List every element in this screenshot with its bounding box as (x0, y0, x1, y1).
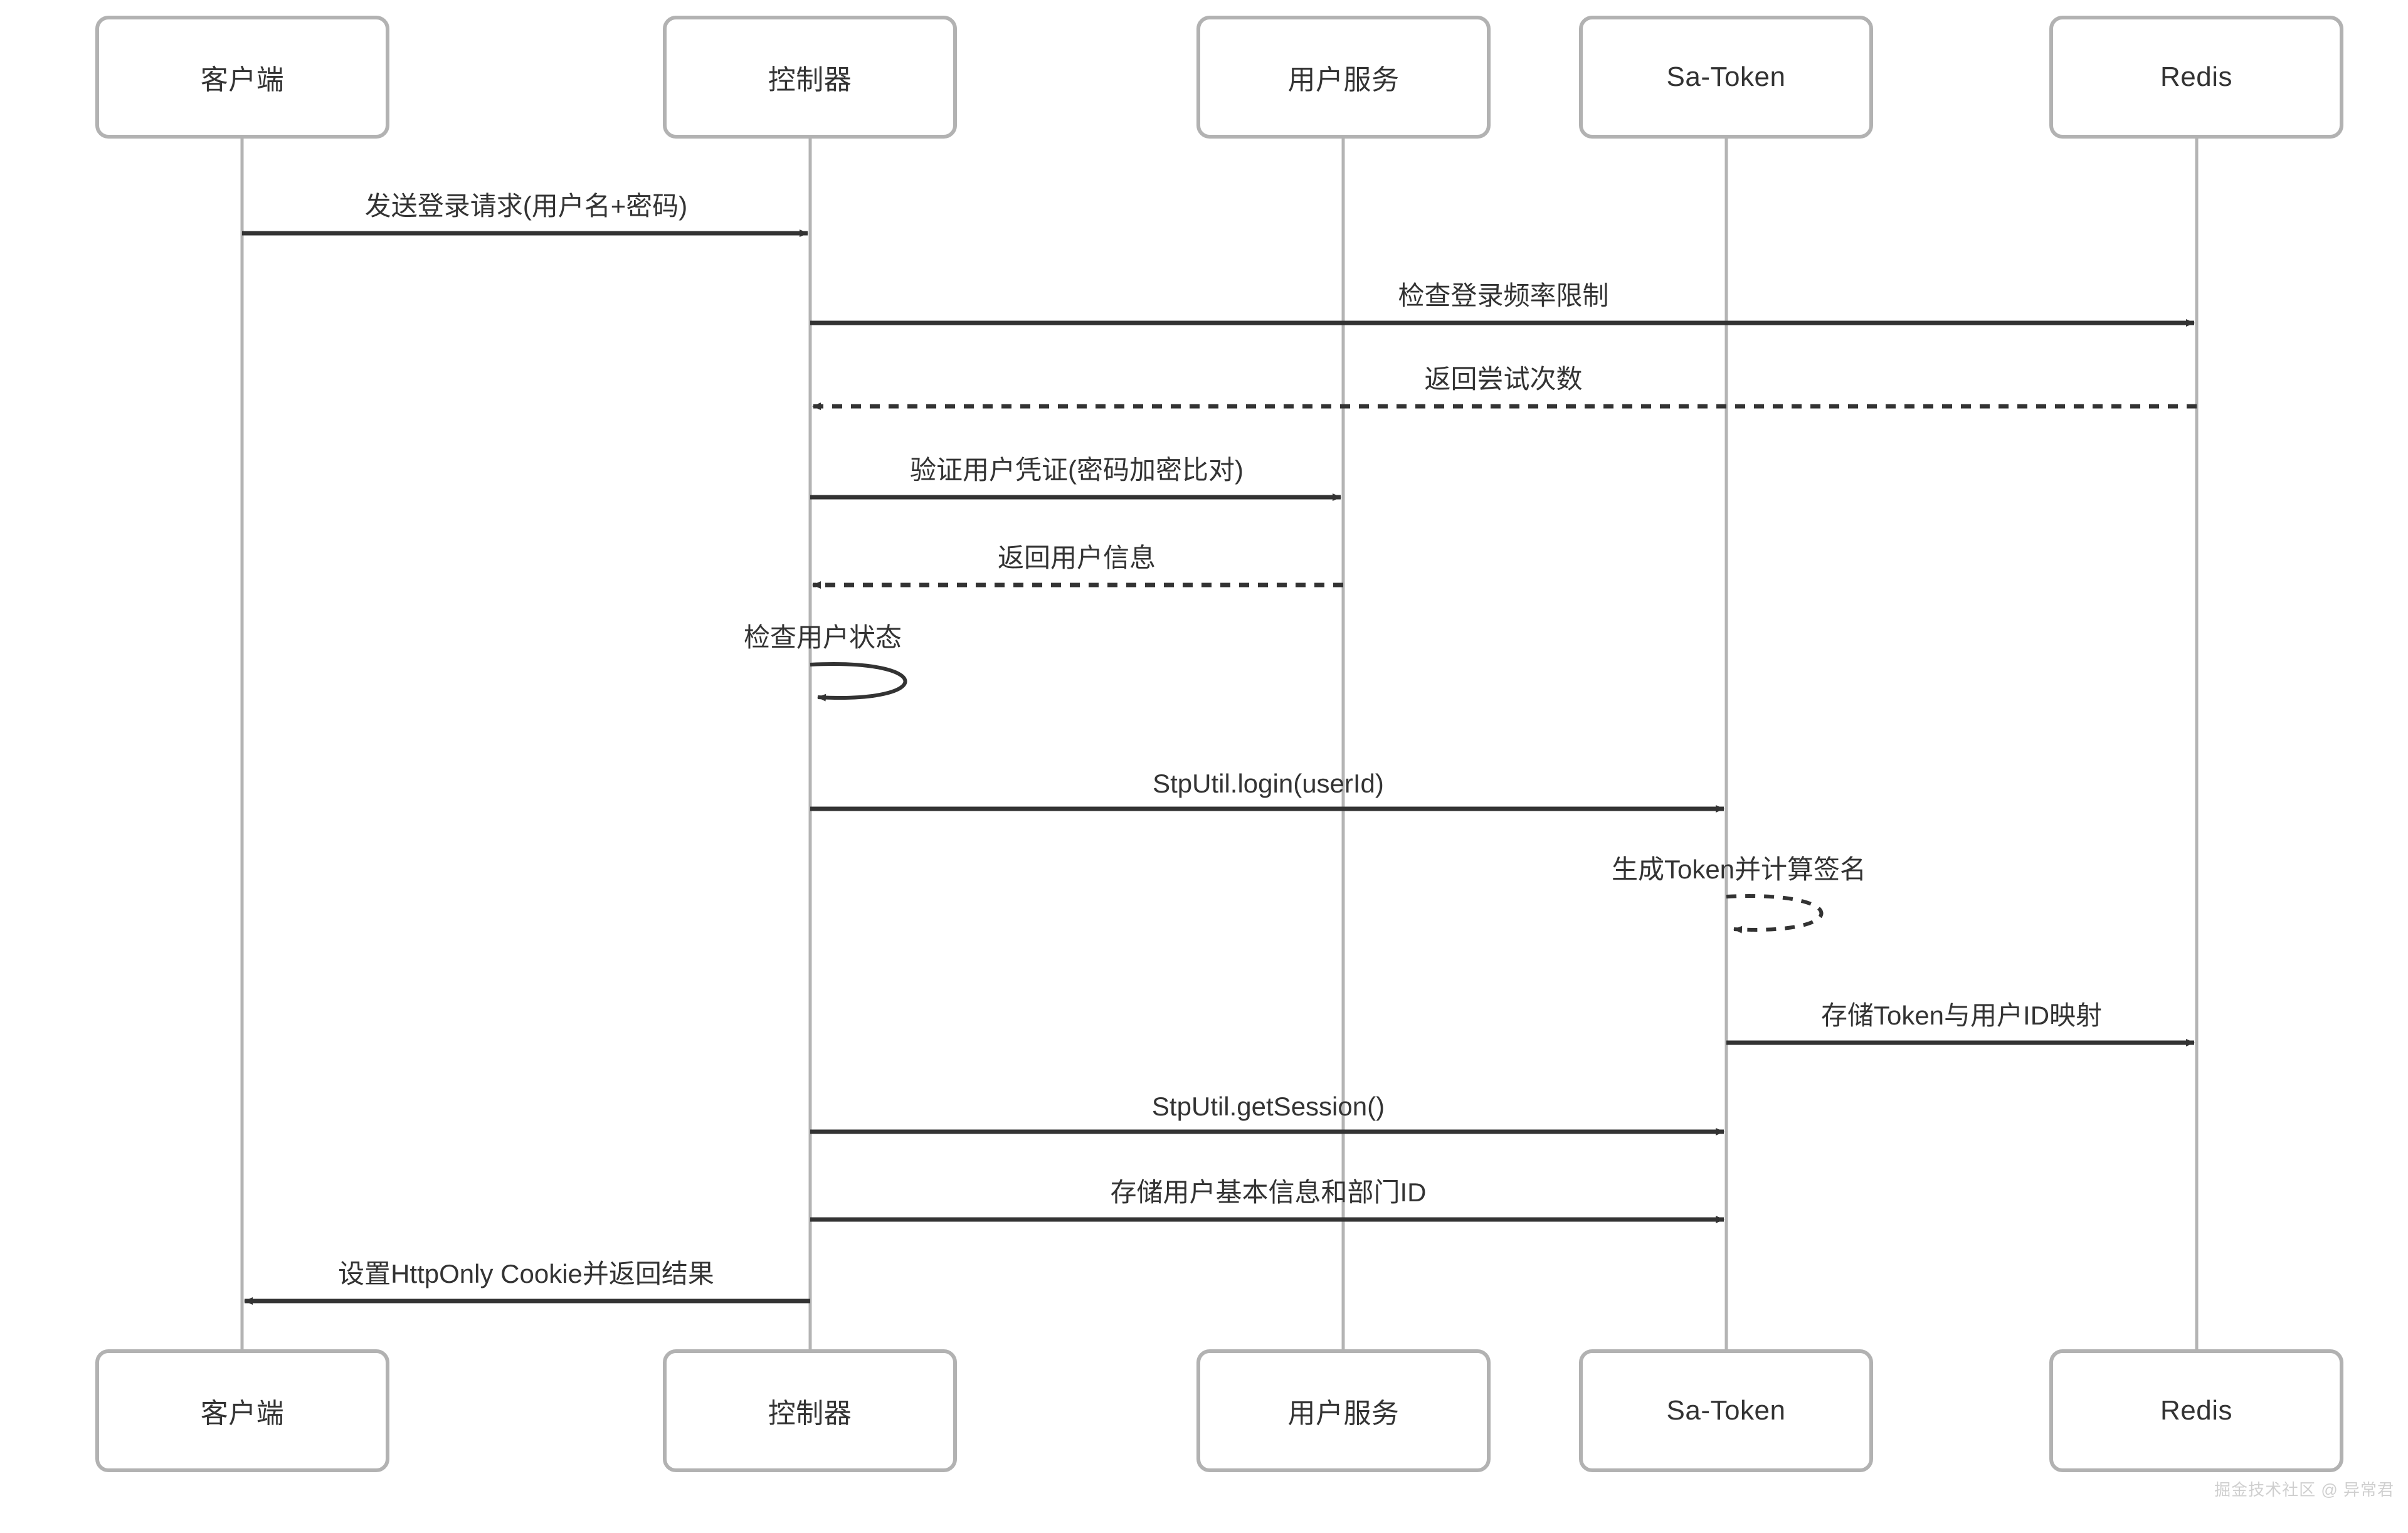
watermark: 掘金技术社区 @ 异常君 (2214, 1480, 2394, 1499)
participant-box-userservice-top[interactable] (1196, 16, 1491, 139)
message-label-m3: 返回尝试次数 (1424, 364, 1583, 394)
message-label-m6: 检查用户状态 (743, 623, 902, 652)
participant-box-client-top[interactable] (95, 16, 389, 139)
participant-box-controller-bottom[interactable] (663, 1349, 957, 1472)
message-label-m10: StpUtil.getSession() (1151, 1092, 1385, 1121)
message-label-m7: StpUtil.login(userId) (1153, 769, 1384, 798)
participant-box-satoken-top[interactable] (1579, 16, 1873, 139)
participant-box-client-bottom[interactable] (95, 1349, 389, 1472)
message-label-m1: 发送登录请求(用户名+密码) (364, 191, 688, 221)
participant-box-userservice-bottom[interactable] (1196, 1349, 1491, 1472)
message-label-m9: 存储Token与用户ID映射 (1820, 1001, 2103, 1030)
message-label-m8: 生成Token并计算签名 (1611, 855, 1867, 884)
participant-box-redis-bottom[interactable] (2049, 1349, 2343, 1472)
participant-boxes-group (95, 16, 2343, 1472)
message-label-m4: 验证用户凭证(密码加密比对) (910, 455, 1244, 485)
self-loop-m6 (810, 662, 907, 702)
self-loop-m8 (1726, 894, 1824, 934)
message-label-m5: 返回用户信息 (997, 543, 1156, 572)
participant-box-controller-top[interactable] (663, 16, 957, 139)
message-label-m11: 存储用户基本信息和部门ID (1110, 1177, 1427, 1207)
participant-box-satoken-bottom[interactable] (1579, 1349, 1873, 1472)
message-label-m12: 设置HttpOnly Cookie并返回结果 (338, 1259, 714, 1288)
messages-group (242, 229, 2197, 1305)
lifelines-group (240, 137, 2199, 1351)
participant-box-redis-top[interactable] (2049, 16, 2343, 139)
message-label-m2: 检查登录频率限制 (1398, 281, 1609, 310)
